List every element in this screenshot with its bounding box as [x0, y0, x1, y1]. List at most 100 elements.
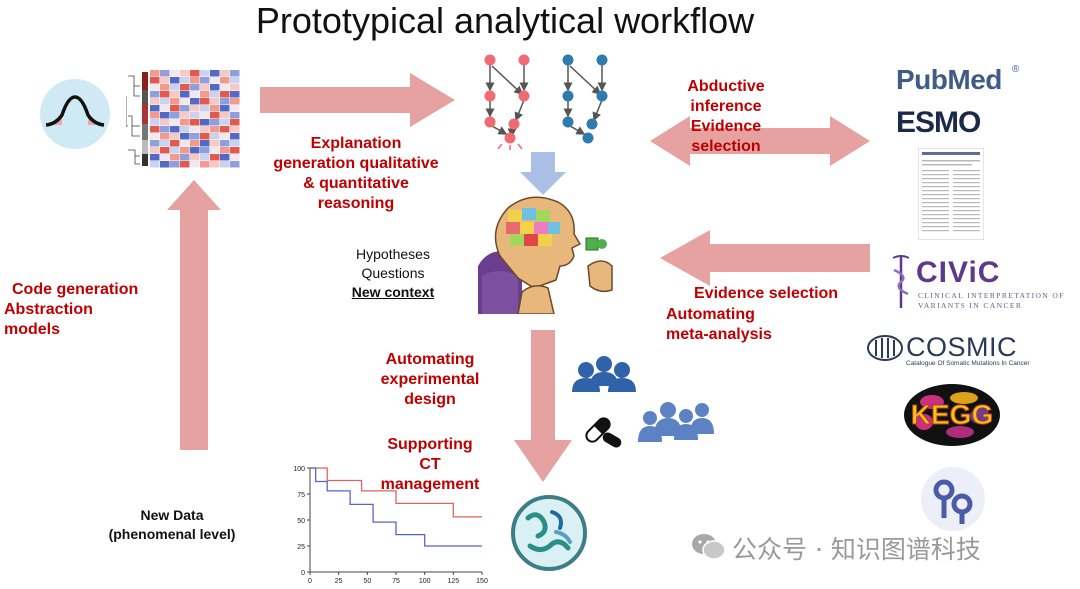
distribution-icon	[40, 79, 110, 149]
heatmap-cell	[180, 84, 190, 91]
heatmap-cell	[160, 119, 170, 126]
heatmap-cell	[190, 105, 200, 112]
explanation-label-line: Explanation	[310, 135, 402, 152]
heatmap-cell	[210, 119, 220, 126]
heatmap-cell	[180, 161, 190, 168]
heatmap-cell	[170, 119, 180, 126]
heatmap-cell	[190, 133, 200, 140]
heatmap-cell	[160, 84, 170, 91]
heatmap-cell	[160, 147, 170, 154]
heatmap-cell	[200, 91, 210, 98]
paper-thumbnail	[918, 148, 984, 240]
heatmap-cell	[200, 126, 210, 133]
heatmap-cell	[190, 98, 200, 105]
explanation-label-line: & quantitative	[303, 175, 409, 192]
heatmap-cell	[230, 119, 240, 126]
heatmap-cell	[200, 105, 210, 112]
heatmap-cell	[180, 91, 190, 98]
survival-curve-2	[310, 467, 482, 547]
ct-management-label: Supporting CT management	[368, 435, 492, 495]
causal-network-diagrams	[484, 54, 608, 150]
heatmap-cell	[190, 91, 200, 98]
heatmap-cell	[210, 161, 220, 168]
x-tick-label: 75	[392, 578, 400, 584]
heatmap-cell	[230, 154, 240, 161]
heatmap-cell	[220, 70, 230, 77]
thinker-puzzle-illustration	[478, 196, 613, 314]
hypotheses-label: Hypotheses Questions New context	[338, 245, 448, 302]
heatmap-cell	[160, 91, 170, 98]
heatmap-cell	[160, 154, 170, 161]
heatmap-cell	[180, 70, 190, 77]
heatmap-cell	[200, 98, 210, 105]
pubmed-logo-text: PubMed	[896, 64, 1002, 95]
y-tick-label: 50	[297, 518, 305, 525]
new-context-label: New context	[351, 284, 435, 300]
heatmap-cell	[150, 140, 160, 147]
hypotheses-label-line: Hypotheses	[356, 246, 430, 262]
heatmap-cell	[220, 161, 230, 168]
arrow-networks-to-brain	[520, 152, 566, 195]
heatmap-cell	[180, 119, 190, 126]
experimental-design-label-line: experimental	[380, 371, 480, 388]
kegg-logo-text: KEGG	[911, 399, 993, 430]
code-generation-label-line: Abstraction	[4, 301, 93, 318]
heatmap-cell	[150, 154, 160, 161]
heatmap-cell	[210, 147, 220, 154]
heatmap-cell	[190, 77, 200, 84]
experimental-design-label: Automating experimental design	[370, 350, 490, 410]
heatmap-cell	[220, 77, 230, 84]
heatmap-cell	[170, 126, 180, 133]
heatmap-cell	[210, 84, 220, 91]
code-generation-label: Code generation Abstraction models	[4, 280, 174, 340]
explanation-label-line: generation qualitative	[273, 155, 439, 172]
heatmap-cell	[160, 105, 170, 112]
heatmap-cell	[160, 133, 170, 140]
heatmap-cell	[160, 161, 170, 168]
heatmap-cell	[190, 126, 200, 133]
heatmap-cell	[230, 91, 240, 98]
heatmap-cell	[190, 112, 200, 119]
go-ontology-logo	[921, 467, 985, 531]
arrow-to-networks	[260, 73, 455, 127]
heatmap-cell	[150, 112, 160, 119]
heatmap-cell	[220, 147, 230, 154]
heatmap-cell	[230, 112, 240, 119]
heatmap-cell	[220, 126, 230, 133]
heatmap-cell	[230, 147, 240, 154]
heatmap-cell	[210, 77, 220, 84]
ct-management-label-line: CT	[419, 456, 441, 473]
heatmap-cell	[180, 112, 190, 119]
cosmic-subtitle: Catalogue Of Somatic Mutations In Cancer	[906, 360, 1030, 367]
heatmap-cell	[150, 91, 160, 98]
civic-caduceus-icon	[892, 255, 910, 308]
heatmap-cell	[230, 133, 240, 140]
meta-analysis-label-line: meta-analysis	[666, 326, 772, 343]
heatmap-cell	[220, 140, 230, 147]
survival-curve-1	[310, 467, 482, 518]
heatmap-cell	[230, 140, 240, 147]
cosmic-logo: COSMIC	[906, 332, 1017, 362]
heatmap-cell	[210, 133, 220, 140]
experimental-design-label-line: Automating	[385, 351, 475, 368]
esmo-logo: ESMO	[896, 106, 981, 139]
heatmap-cell	[170, 91, 180, 98]
civic-logo: CIViC	[916, 256, 1001, 289]
heatmap-cell	[170, 133, 180, 140]
x-tick-label: 100	[419, 578, 431, 584]
heatmap-cell	[220, 133, 230, 140]
evidence-selection-label: Evidence selection	[694, 285, 839, 302]
heatmap-cell	[160, 77, 170, 84]
heatmap-cell	[150, 98, 160, 105]
heatmap-cell	[220, 84, 230, 91]
heatmap-cell	[180, 126, 190, 133]
abductive-label-line: selection	[691, 138, 761, 155]
arrow-double-sources	[650, 116, 870, 166]
hypotheses-label-line: Questions	[361, 265, 425, 281]
heatmap-cell	[170, 70, 180, 77]
heatmap-cell	[220, 154, 230, 161]
x-tick-label: 125	[447, 578, 459, 584]
heatmap-cell	[220, 119, 230, 126]
